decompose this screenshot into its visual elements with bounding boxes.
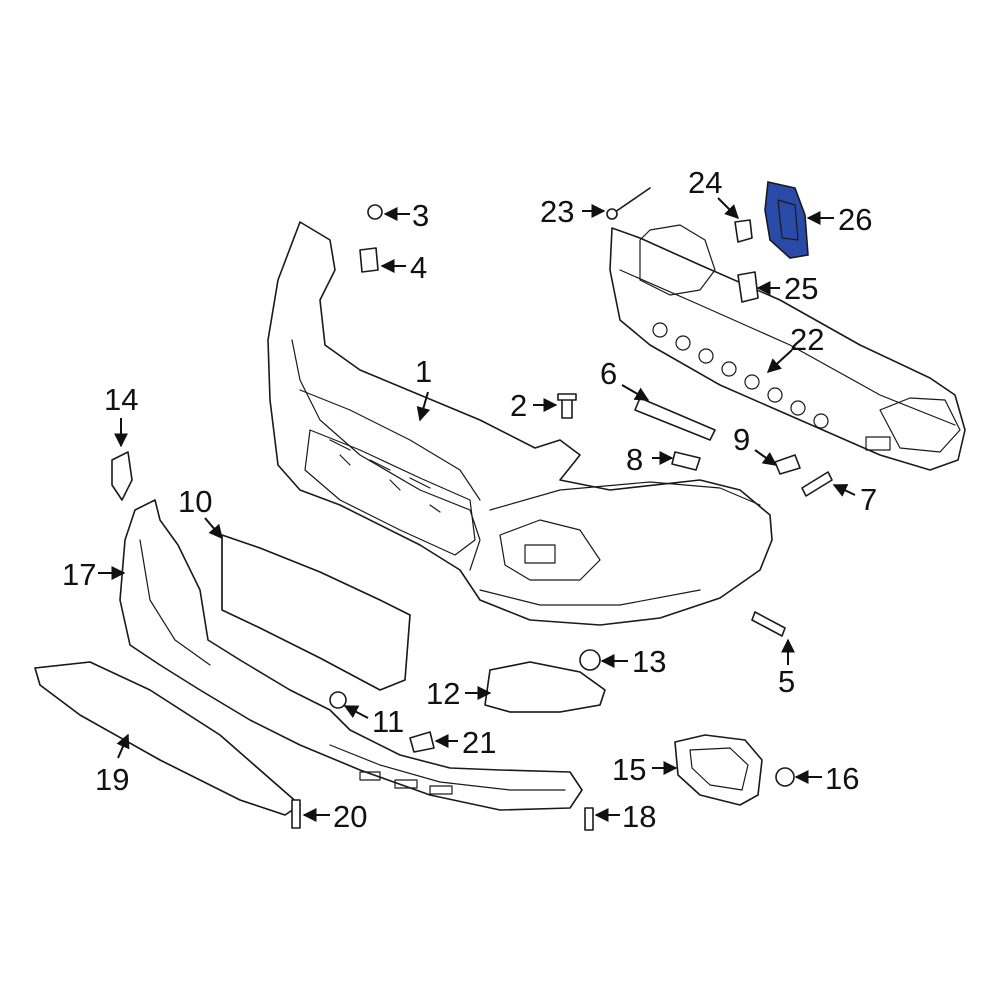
callout-24: 24 <box>688 165 722 200</box>
screw-2[interactable] <box>557 393 577 419</box>
callout-15: 15 <box>612 752 646 787</box>
side-grille-insert[interactable] <box>484 661 606 713</box>
highlighted-bracket[interactable] <box>764 181 809 259</box>
clip-4[interactable] <box>359 247 379 273</box>
callout-11: 11 <box>372 704 404 739</box>
callout-3: 3 <box>412 198 429 233</box>
callout-5: 5 <box>778 664 795 699</box>
bracket-25[interactable] <box>737 271 759 303</box>
nut-13[interactable] <box>579 649 601 671</box>
callout-21: 21 <box>462 725 496 760</box>
callout-12: 12 <box>426 676 460 711</box>
callout-22: 22 <box>790 322 824 357</box>
leader-22 <box>766 349 793 373</box>
leader-11 <box>343 705 369 719</box>
nut-16[interactable] <box>775 767 795 787</box>
callout-2: 2 <box>510 388 527 423</box>
callout-6: 6 <box>600 356 617 391</box>
callout-23: 23 <box>540 194 574 229</box>
pin-5[interactable] <box>751 611 786 637</box>
highlighted-bracket-shape <box>764 181 809 259</box>
clip-21[interactable] <box>409 731 435 753</box>
bolt-23[interactable] <box>606 187 651 220</box>
leader-9 <box>754 449 778 466</box>
leader-lines <box>98 197 856 822</box>
callout-18: 18 <box>622 799 656 834</box>
bracket-clip-8[interactable] <box>671 451 701 471</box>
screw-20[interactable] <box>291 799 301 829</box>
fog-lamp-bracket[interactable] <box>674 734 763 806</box>
callout-25: 25 <box>784 271 818 306</box>
callout-8: 8 <box>626 442 643 477</box>
push-pin-3[interactable] <box>367 204 383 220</box>
callout-16: 16 <box>825 761 859 796</box>
leader-6 <box>621 384 650 401</box>
leader-19 <box>116 733 130 759</box>
callout-10: 10 <box>178 484 212 519</box>
bolt-7[interactable] <box>801 471 833 497</box>
callout-26: 26 <box>838 202 872 237</box>
leader-1 <box>416 391 431 422</box>
mounting-bracket-6[interactable] <box>634 397 716 441</box>
callout-17: 17 <box>62 557 96 592</box>
reinforcement-bar[interactable] <box>609 224 966 471</box>
clip-11[interactable] <box>329 691 347 709</box>
callout-7: 7 <box>860 482 877 517</box>
leader-10 <box>204 517 223 540</box>
screw-18[interactable] <box>584 807 594 831</box>
callout-13: 13 <box>632 644 666 679</box>
reflector-strip[interactable] <box>111 451 133 501</box>
bumper-cover[interactable] <box>267 221 773 626</box>
leader-24 <box>717 197 739 219</box>
clip-24[interactable] <box>734 219 753 243</box>
callout-19: 19 <box>95 762 129 797</box>
fastener-9[interactable] <box>774 454 801 475</box>
lower-cover-panel[interactable] <box>119 499 583 811</box>
callout-labels: 1 2 3 4 5 6 7 8 9 10 11 12 13 14 15 16 1… <box>62 165 877 834</box>
callout-9: 9 <box>733 422 750 457</box>
callout-1: 1 <box>415 354 432 389</box>
callout-20: 20 <box>333 799 367 834</box>
upper-grille[interactable] <box>221 534 411 691</box>
lower-grille[interactable] <box>34 661 301 816</box>
leader-7 <box>832 484 856 497</box>
callout-14: 14 <box>104 382 138 417</box>
callout-4: 4 <box>410 250 427 285</box>
